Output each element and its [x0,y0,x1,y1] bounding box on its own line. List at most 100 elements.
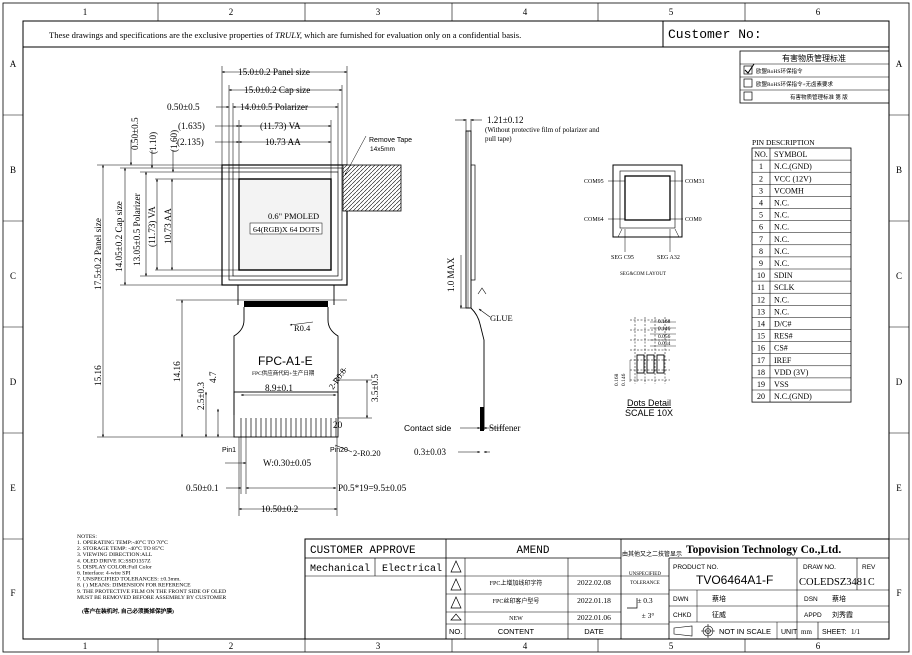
pin-number: 16 [757,344,765,353]
customer-approve: CUSTOMER APPROVE [310,545,416,557]
pin-symbol: N.C. [774,307,789,316]
dim-050b: 0.50±0.1 [186,483,219,493]
side-view [455,118,503,454]
dot-dim-4: 0.034 [658,341,671,347]
tape-size-label: 14x5mm [370,146,395,153]
tolerance-angular: ± 3° [642,611,655,620]
pin-symbol: N.C. [774,211,789,220]
pin-symbol: SDIN [774,271,793,280]
appd-label: APPD [804,612,822,619]
zone-row-c: C [10,271,16,281]
front-view-labels: 15.0±0.2 Panel size 15.0±0.2 Cap size 0.… [93,67,412,514]
front-left-dims [97,140,372,438]
pin-symbol: N.C. [774,235,789,244]
pin-number: 12 [757,295,765,304]
dim-1635: (1.635) [178,121,205,131]
panel-outline [221,164,348,286]
contact-side-label: Contact side [404,423,452,433]
hazard-checkbox-2[interactable] [743,78,753,88]
front-bottom-dims [225,393,353,516]
seg-com-caption: SEG&COM LAYOUT [620,272,666,277]
draw-no-label: DRAW NO. [803,564,836,571]
dots-detail [629,317,676,384]
product-no: TVO6464A1-F [696,573,773,587]
zone-col-4: 4 [523,7,528,17]
pin-number: 1 [759,162,763,171]
fpc-note: FPC供应商代码+生产日期 [252,369,315,377]
dim-width-w: W:0.30±0.05 [263,458,311,468]
col-content: CONTENT [498,627,535,636]
zone-col-4-bottom: 4 [523,641,528,651]
dim-03: 0.3±0.03 [414,447,446,457]
oled-type-label: 0.6" PMOLED [268,211,319,221]
hazard-title: 有害物质管理标准 [782,53,846,63]
pin1-label: Pin1 [222,447,236,454]
unspecified-label: UNSPECIFIED [629,572,661,577]
pin-header-symbol: SYMBOL [774,150,807,159]
note-line: 5. DISPLAY COLOR:Full Color [77,564,152,570]
title-block-text: CUSTOMER APPROVE Mechanical Electrical A… [310,544,876,638]
hazard-checkbox-1[interactable] [743,65,753,75]
hazard-checkbox-3[interactable] [743,91,753,101]
zone-row-e-right: E [896,483,902,493]
pin-number: 13 [757,307,765,316]
remove-tape-label: Remove Tape [369,137,412,144]
com95-label: COM95 [584,179,604,185]
pin-number: 7 [759,235,763,244]
notes-title: NOTES: [77,534,97,540]
seg-c95-label: SEG C95 [611,255,634,261]
pin-table-border [751,147,852,403]
note-line: MUST BE REMOVED BEFORE ASSEMBLY BY CUSTO… [77,595,226,601]
zone-row-a: A [10,59,17,69]
note-line: 2. STORAGE TEMP: -40°C TO 85°C [77,545,164,552]
hazard-option-1: 欧盟RoHS环保指令 [756,67,803,75]
customer-no-label: Customer No: [668,27,762,42]
seg-com-labels: COM95 COM31 COM64 COM0 SEG C95 SEG A32 S… [584,179,705,277]
pin20-label: Pin20 [330,447,348,454]
pin-symbol: N.C.(GND) [774,162,812,171]
dim-panel-width: 15.0±0.2 Panel size [238,67,310,77]
side-view-labels: 1.21±0.12 (Without protective film of po… [404,115,600,457]
front-top-dims [215,66,348,179]
pin-symbol: N.C. [774,259,789,268]
dot-dim-3: 0.056 [658,334,671,340]
stiffener-label: Stiffener [489,423,520,433]
draw-no: COLEDSZ3481 [799,577,867,588]
pin-number-20: 20 [333,420,343,430]
col-date: DATE [584,627,603,636]
pin-symbol: N.C.(GND) [774,392,812,401]
pin-table-title: PIN DESCRIPTION [752,138,815,147]
dim-polarizer-offset: 0.50±0.5 [167,102,200,112]
sheet-label: SHEET: [822,629,847,636]
dim-1416: 14.16 [172,361,182,382]
com64-label: COM64 [584,217,604,223]
pin-header-no: NO. [754,150,768,159]
amend-row-3-date: 2022.01.06 [577,613,611,622]
pin-number: 9 [759,259,763,268]
amend-header: AMEND [516,545,549,557]
zone-row-f: F [10,588,15,598]
thickness-note: (Without protective film of polarizer an… [485,126,600,143]
pin-number: 11 [757,283,765,292]
unit-label: UNIT [781,629,798,636]
zone-row-d: D [10,377,17,387]
dim-v-050: 0.50±0.5 [130,117,140,150]
dot-dim-1: 0.168 [658,319,671,325]
product-no-label: PRODUCT NO. [673,564,719,571]
tolerance-linear: ± 0.3 [637,596,653,605]
dim-aa-width: 10.73 AA [265,137,301,147]
pin-number: 8 [759,247,763,256]
zone-col-2-bottom: 2 [229,641,234,651]
com31-label: COM31 [685,179,705,185]
confidential-notice: These drawings and specifications are th… [49,30,521,40]
dim-2r08: 2-R0.8 [326,366,348,391]
note-line: 4. OLED DRIVE IC:SSD1357Z [77,558,151,564]
pin-symbol: IREF [774,356,792,365]
side-note: 由其他又之二技管显示 [622,550,682,558]
pin-number: 15 [757,332,765,341]
resolution-box [249,222,323,235]
amend-row-1-date: 2022.02.08 [577,578,611,587]
notes-block: NOTES: 1. OPERATING TEMP:-40°C TO 70°C2.… [77,534,226,615]
dim-cap-height: 14.05±0.2 Cap size [114,201,124,272]
